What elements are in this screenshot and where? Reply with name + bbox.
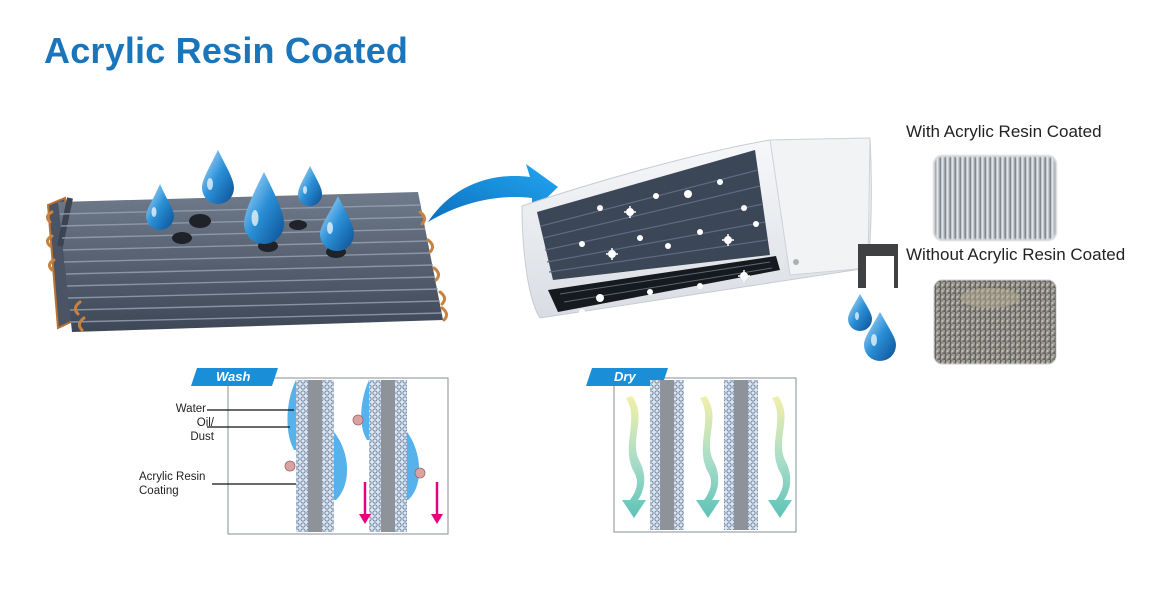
page-title: Acrylic Resin Coated xyxy=(44,30,409,71)
oil-dust-label: Oil/ Dust xyxy=(190,417,214,443)
dust-particle-icons xyxy=(284,414,426,479)
down-arrow-icons xyxy=(359,482,443,524)
curved-arrow-icon xyxy=(428,164,558,222)
drain-drop-icons xyxy=(848,294,896,361)
dry-panel xyxy=(586,368,797,533)
wash-panel xyxy=(191,368,449,535)
water-label: Water xyxy=(175,403,206,415)
with-coating-label: With Acrylic Resin Coated xyxy=(906,122,1102,141)
dry-tab-label: Dry xyxy=(614,369,636,384)
without-coating-label: Without Acrylic Resin Coated xyxy=(906,245,1126,264)
wash-tab-label: Wash xyxy=(216,369,251,384)
airflow-arrow-icons xyxy=(622,396,792,518)
water-drop-icons xyxy=(146,150,354,251)
air-conditioner-unit xyxy=(521,137,898,319)
without-coating-photo xyxy=(933,279,1057,365)
with-coating-photo xyxy=(932,154,1058,242)
acrylic-resin-coating-label: Acrylic Resin Coating xyxy=(139,471,206,497)
